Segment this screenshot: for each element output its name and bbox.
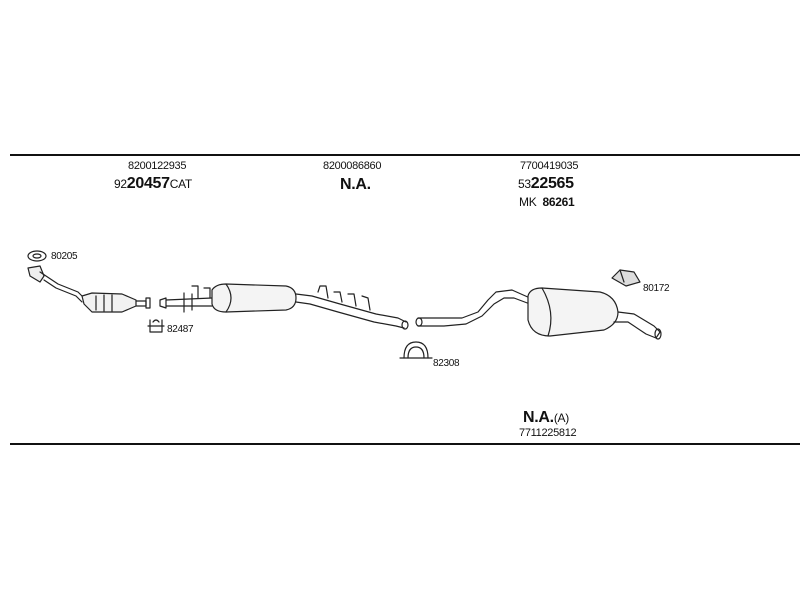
front-pipe-suffix: CAT [169, 177, 193, 191]
tail-part-number: N.A.(A) [523, 410, 569, 426]
rear-silencer-part-number: 5322565 [518, 176, 574, 192]
middle-pipe-oem-number: 8200086860 [323, 160, 382, 172]
mounting-kit-number: MK 86261 [519, 195, 575, 209]
rear-silencer-oem-number: 7700419035 [520, 160, 579, 172]
mounting-kit-code: 86261 [542, 195, 575, 209]
front-pipe-oem-number: 8200122935 [128, 160, 187, 172]
middle-pipe-code: N.A. [340, 176, 371, 193]
front-pipe-code: 20457 [126, 175, 170, 192]
u-clamp-icon [399, 341, 433, 359]
clamp-icon [147, 319, 165, 333]
mid-clamp-number: 82308 [433, 358, 460, 369]
rubber-hanger-icon [611, 269, 641, 287]
rear-silencer-code: 22565 [530, 175, 574, 192]
rear-silencer-icon [415, 287, 662, 340]
bottom-rule [10, 443, 800, 445]
rear-silencer-prefix: 53 [518, 177, 531, 191]
mounting-kit-prefix: MK [519, 195, 537, 209]
gasket-icon [27, 250, 47, 262]
middle-silencer-icon [159, 283, 409, 330]
top-rule [10, 154, 800, 156]
front-pipe-catalyst-icon [27, 265, 151, 313]
tail-oem-number: 7711225812 [519, 427, 577, 439]
front-pipe-part-number: 9220457CAT [114, 176, 192, 192]
front-clamp-number: 82487 [167, 324, 194, 335]
front-pipe-prefix: 92 [114, 177, 127, 191]
gasket-number: 80205 [51, 251, 78, 262]
rear-hanger-number: 80172 [643, 283, 670, 294]
tail-code: N.A. [523, 409, 554, 426]
tail-suffix: (A) [553, 411, 569, 425]
